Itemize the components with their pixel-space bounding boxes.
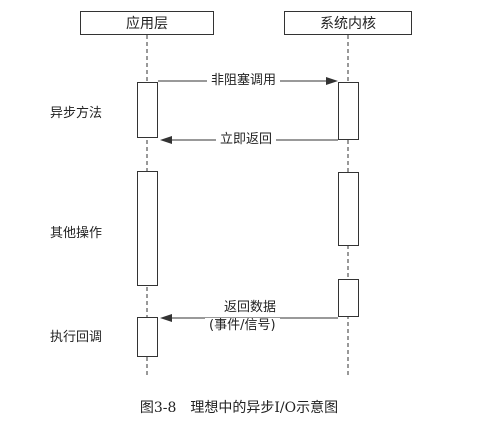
msg-return-data-line1: 返回数据 (220, 300, 281, 316)
arrow-head-left-2 (160, 314, 172, 322)
arrow-head-left (160, 136, 172, 144)
kernel-activation-1 (338, 82, 359, 140)
kernel-activation-2 (338, 172, 359, 246)
msg-immediate-return: 立即返回 (216, 132, 277, 148)
app-activation-other (137, 171, 158, 286)
kernel-header: 系统内核 (284, 11, 412, 35)
arrow-head-right (326, 77, 338, 85)
app-activation-async (137, 82, 158, 138)
app-layer-header: 应用层 (80, 11, 214, 35)
app-activation-callback (137, 317, 158, 357)
phase-other-ops: 其他操作 (50, 226, 103, 241)
figure-caption: 图3-8 理想中的异步I/O示意图 (139, 400, 339, 416)
msg-nonblocking-call: 非阻塞调用 (207, 73, 281, 89)
phase-async-method: 异步方法 (50, 106, 103, 121)
msg-return-data-line2: (事件/信号) (205, 318, 280, 334)
phase-callback: 执行回调 (50, 330, 103, 345)
kernel-activation-3 (338, 279, 359, 317)
